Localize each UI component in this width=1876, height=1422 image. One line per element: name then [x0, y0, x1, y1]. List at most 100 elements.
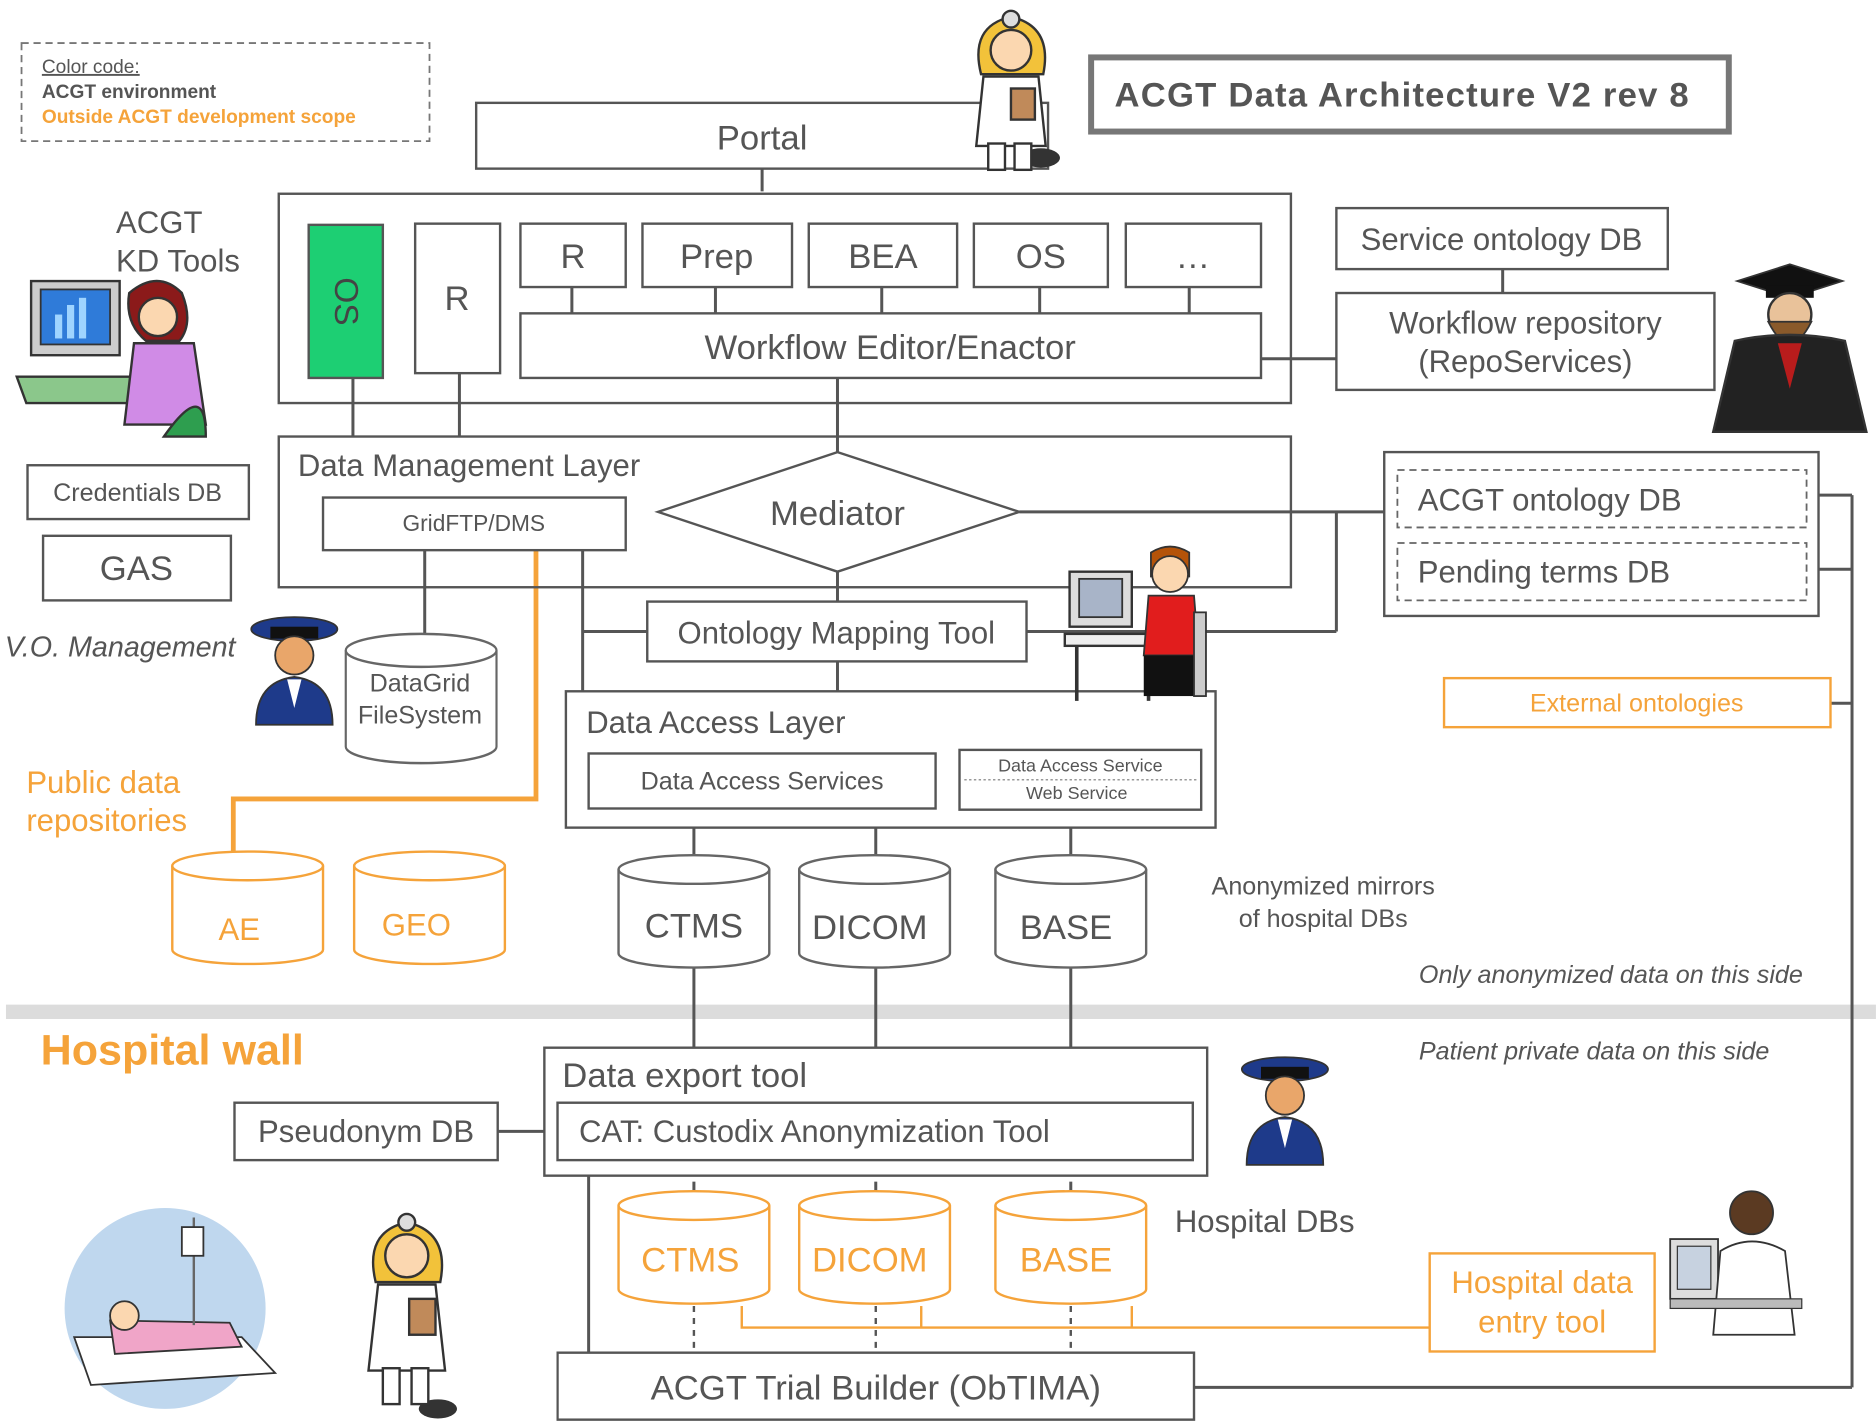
guard-bottom-figure: [1240, 1056, 1329, 1166]
hospital-dbs-label: Hospital DBs: [1175, 1204, 1355, 1239]
patient-private-label: Patient private data on this side: [1419, 1038, 1769, 1066]
data-export-tool-label: Data export tool: [562, 1057, 807, 1095]
trial-builder-box[interactable]: [556, 1351, 1196, 1421]
service-ontology-db-label: Service ontology DB: [1361, 222, 1643, 257]
external-ontologies-box[interactable]: [1442, 676, 1832, 729]
clinician-figure: [1669, 1190, 1803, 1336]
prep-label: Prep: [680, 238, 753, 276]
hospital-entry-line1: Hospital data: [1451, 1265, 1633, 1300]
kd-tools-line2: KD Tools: [116, 243, 240, 278]
bea-label: BEA: [848, 238, 918, 276]
legend-outside: Outside ACGT development scope: [42, 107, 356, 128]
das-web-service-line2: Web Service: [1026, 783, 1127, 803]
pending-terms-db-label: Pending terms DB: [1418, 554, 1670, 589]
gridftp-box[interactable]: [321, 496, 627, 552]
ellipsis-box[interactable]: [1124, 222, 1263, 289]
ontology-mapping-tool-box[interactable]: [646, 600, 1028, 663]
pseudonym-db-box[interactable]: [233, 1101, 499, 1162]
prep-box[interactable]: [641, 222, 794, 289]
bea-box[interactable]: [807, 222, 959, 289]
data-access-services-box[interactable]: [587, 752, 937, 810]
hospital-entry-line2: entry tool: [1478, 1304, 1606, 1339]
pseudonym-db-label: Pseudonym DB: [258, 1114, 474, 1149]
datagrid-line2: FileSystem: [358, 702, 482, 730]
ae-label: AE: [219, 912, 260, 947]
hospital-wall-label: Hospital wall: [41, 1026, 304, 1074]
service-ontology-db-box[interactable]: [1335, 206, 1669, 271]
pending-terms-db-box[interactable]: [1396, 542, 1808, 602]
ontology-mapping-tool-label: Ontology Mapping Tool: [678, 615, 996, 650]
portal-label: Portal: [717, 120, 808, 158]
ae-db[interactable]: [171, 850, 325, 966]
workflow-editor-box[interactable]: [519, 312, 1263, 380]
data-management-layer-box: [277, 435, 1293, 589]
base-mirror-label: BASE: [1020, 909, 1113, 947]
guard-top-figure: [250, 616, 339, 726]
geo-label: GEO: [382, 907, 451, 942]
dicom-hospital-label: DICOM: [812, 1241, 928, 1279]
legend-heading: Color code:: [42, 57, 140, 78]
legend-box: [20, 42, 431, 143]
base-hospital-label: BASE: [1020, 1241, 1113, 1279]
r-label: R: [561, 238, 586, 276]
data-access-layer-label: Data Access Layer: [586, 705, 845, 740]
credentials-db-label: Credentials DB: [53, 479, 222, 507]
ctms-hospital-label: CTMS: [641, 1241, 739, 1279]
kd-user-figure: [15, 279, 208, 438]
hospital-entry-tool-box[interactable]: [1428, 1252, 1656, 1353]
dicom-mirror-label: DICOM: [812, 909, 928, 947]
kd-tools-line1: ACGT: [116, 205, 202, 240]
anonymized-mirrors-line2: of hospital DBs: [1239, 905, 1408, 933]
acgt-ontology-db-label: ACGT ontology DB: [1418, 483, 1682, 518]
cat-label: CAT: Custodix Anonymization Tool: [579, 1114, 1050, 1149]
gas-box[interactable]: [41, 534, 233, 602]
mapping-user-figure: [1063, 545, 1207, 701]
gas-label: GAS: [100, 550, 173, 588]
only-anonymized-label: Only anonymized data on this side: [1419, 961, 1803, 989]
workflow-repository-line2: (RepoServices): [1418, 344, 1632, 379]
r-tall-box[interactable]: [413, 222, 502, 375]
os-box[interactable]: [972, 222, 1110, 289]
title-box: [1088, 54, 1732, 135]
os-green-label: OS: [327, 277, 364, 325]
diagram-title: ACGT Data Architecture V2 rev 8: [1114, 76, 1689, 114]
das-web-service-line1: Data Access Service: [998, 755, 1163, 775]
cat-box[interactable]: [556, 1101, 1195, 1162]
kd-tools-container: [277, 192, 1293, 405]
public-repos-line1: Public data: [26, 765, 181, 800]
mediator-label: Mediator: [770, 495, 905, 533]
vo-management-label: V.O. Management: [5, 632, 237, 664]
gridftp-label: GridFTP/DMS: [402, 510, 545, 536]
datagrid-filesystem-db[interactable]: [344, 632, 498, 765]
anonymized-mirrors-line1: Anonymized mirrors: [1212, 873, 1435, 901]
external-ontologies-label: External ontologies: [1530, 690, 1744, 718]
patient-figure: [64, 1207, 278, 1409]
workflow-editor-label: Workflow Editor/Enactor: [704, 329, 1075, 367]
ellipsis-label: …: [1175, 238, 1210, 276]
legend-acgt: ACGT environment: [42, 82, 217, 103]
os-label: OS: [1016, 238, 1066, 276]
datagrid-line1: DataGrid: [370, 669, 471, 697]
nurse-bottom-figure: [367, 1212, 458, 1419]
doctor-top-figure: [974, 9, 1061, 172]
r-tall-label: R: [444, 280, 469, 318]
workflow-repository-box[interactable]: [1335, 291, 1716, 392]
data-access-services-label: Data Access Services: [641, 767, 884, 795]
mediator-diamond[interactable]: [654, 450, 1024, 573]
professor-figure: [1711, 263, 1868, 433]
acgt-ontology-db-box[interactable]: [1396, 469, 1808, 529]
os-green-box[interactable]: [307, 223, 385, 380]
data-management-layer-label: Data Management Layer: [298, 448, 640, 483]
dashed-connectors: [692, 1306, 1072, 1353]
public-repos-line2: repositories: [26, 803, 187, 838]
credentials-db-box[interactable]: [26, 464, 251, 521]
orange-connectors: [230, 550, 1430, 1329]
r-box[interactable]: [519, 222, 627, 289]
trial-builder-label: ACGT Trial Builder (ObTIMA): [651, 1369, 1101, 1407]
hospital-wall-band: [5, 1004, 1876, 1019]
workflow-repository-line1: Workflow repository: [1389, 306, 1662, 341]
portal-box[interactable]: [474, 101, 1050, 170]
ctms-mirror-label: CTMS: [645, 908, 743, 946]
